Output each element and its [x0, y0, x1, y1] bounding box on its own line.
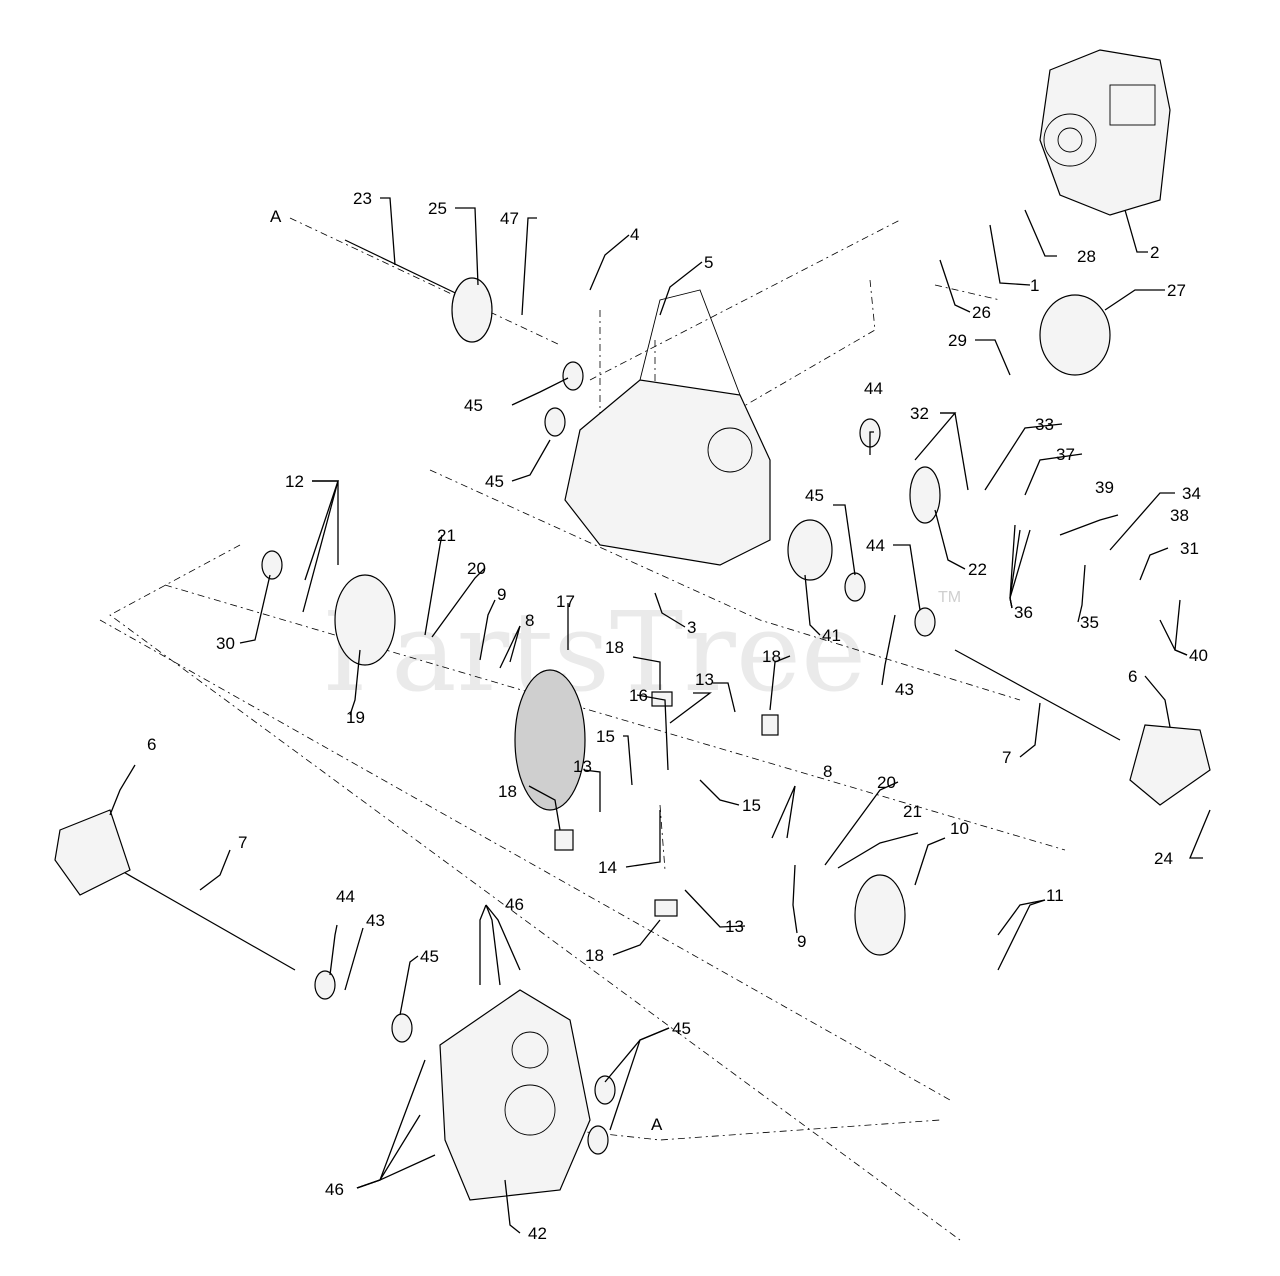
transmission-assembly-drawing — [1039, 49, 1171, 216]
callout-10: 10 — [950, 819, 969, 838]
callout-22: 22 — [968, 560, 987, 579]
callout-28: 28 — [1077, 247, 1096, 266]
callout-45-lower: 45 — [420, 947, 439, 966]
callout-15-right: 15 — [742, 796, 761, 815]
gear-and-bearing-drawings — [261, 294, 1111, 1201]
callout-17: 17 — [556, 592, 575, 611]
callout-47: 47 — [500, 209, 519, 228]
callout-45-bottom-right: 45 — [672, 1019, 691, 1038]
callout-32: 32 — [910, 404, 929, 423]
callout-26: 26 — [972, 303, 991, 322]
callout-15-left: 15 — [596, 727, 615, 746]
callout-12: 12 — [285, 472, 304, 491]
callout-45-upper: 45 — [464, 396, 483, 415]
callout-18-top: 18 — [605, 638, 624, 657]
axle-and-shaft-drawings — [54, 239, 1211, 971]
callout-5: 5 — [704, 253, 713, 272]
callout-6-left: 6 — [147, 735, 156, 754]
callout-4: 4 — [630, 225, 639, 244]
callout-38: 38 — [1170, 506, 1189, 525]
callout-13-right: 13 — [695, 670, 714, 689]
callout-27: 27 — [1167, 281, 1186, 300]
callout-21-upper: 21 — [437, 526, 456, 545]
partstree-watermark: PartsTree TM — [322, 588, 961, 716]
callout-44-top: 44 — [864, 379, 883, 398]
callout-23: 23 — [353, 189, 372, 208]
callout-20-upper: 20 — [467, 559, 486, 578]
callout-18-left: 18 — [498, 782, 517, 801]
callout-46-bottom: 46 — [325, 1180, 344, 1199]
svg-text:PartsTree: PartsTree — [322, 588, 866, 716]
callout-13-left: 13 — [573, 757, 592, 776]
callout-43-right: 43 — [895, 680, 914, 699]
section-marker-a-bottom: A — [651, 1115, 663, 1134]
callout-45-right: 45 — [805, 486, 824, 505]
callout-24: 24 — [1154, 849, 1173, 868]
callout-8-lower: 8 — [823, 762, 832, 781]
callout-43-left: 43 — [366, 911, 385, 930]
callout-33: 33 — [1035, 415, 1054, 434]
callout-46-top: 46 — [505, 895, 524, 914]
callout-42: 42 — [528, 1224, 547, 1243]
callout-18-bottom: 18 — [585, 946, 604, 965]
callout-29: 29 — [948, 331, 967, 350]
callout-11: 11 — [1046, 886, 1064, 905]
callout-18-right: 18 — [762, 647, 781, 666]
callout-44-right: 44 — [866, 536, 885, 555]
callout-20-lower: 20 — [877, 773, 896, 792]
callout-8-upper: 8 — [525, 611, 534, 630]
callout-9-upper: 9 — [497, 585, 506, 604]
callout-19: 19 — [346, 708, 365, 727]
callout-40: 40 — [1189, 646, 1208, 665]
callout-2: 2 — [1150, 243, 1159, 262]
callout-31: 31 — [1180, 539, 1199, 558]
callout-30: 30 — [216, 634, 235, 653]
svg-text:TM: TM — [938, 589, 961, 606]
callout-1: 1 — [1030, 276, 1039, 295]
callout-35: 35 — [1080, 613, 1099, 632]
callout-13-lower: 13 — [725, 917, 744, 936]
callout-37: 37 — [1056, 445, 1075, 464]
callout-34: 34 — [1182, 484, 1201, 503]
main-housing-drawing — [564, 289, 771, 566]
callout-numbers: 1 2 3 4 5 6 6 7 7 8 8 9 9 10 11 12 13 13… — [147, 189, 1208, 1243]
callout-9-lower: 9 — [797, 932, 806, 951]
callout-21-lower: 21 — [903, 802, 922, 821]
callout-44-left: 44 — [336, 887, 355, 906]
callout-41: 41 — [822, 626, 841, 645]
callout-7-right: 7 — [1002, 748, 1011, 767]
callout-36: 36 — [1014, 603, 1033, 622]
callout-25: 25 — [428, 199, 447, 218]
callout-16: 16 — [629, 686, 648, 705]
callout-14: 14 — [598, 858, 617, 877]
callout-45-mid: 45 — [485, 472, 504, 491]
callout-3: 3 — [687, 618, 696, 637]
callout-leader-lines — [109, 197, 1211, 1234]
section-marker-a-top: A — [270, 207, 282, 226]
callout-7-left: 7 — [238, 833, 247, 852]
callout-6-right: 6 — [1128, 667, 1137, 686]
callout-39: 39 — [1095, 478, 1114, 497]
